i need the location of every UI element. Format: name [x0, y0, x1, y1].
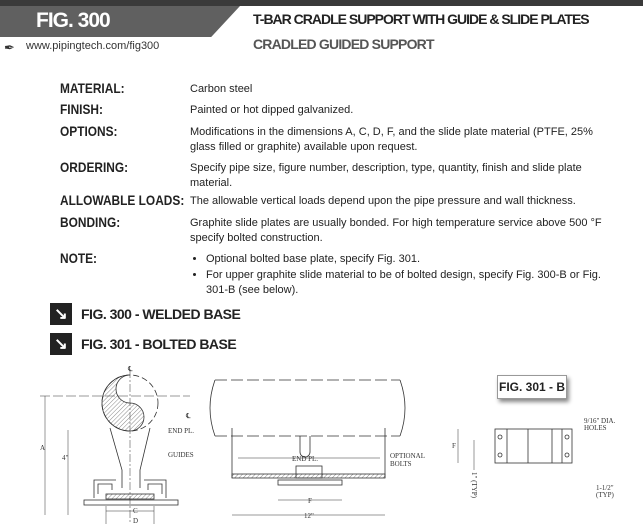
dim-4in: 4": [62, 454, 69, 462]
spec-label: FINISH:: [60, 101, 103, 117]
dim-a: A: [40, 444, 45, 452]
optional-bolts-label: OPTIONAL: [390, 452, 425, 460]
guides-label: GUIDES: [168, 451, 194, 459]
fig-301b-label: FIG. 301 - B: [497, 375, 567, 399]
centerline-label: ℄: [185, 412, 191, 420]
dim-f: F: [452, 442, 456, 450]
spec-label: ALLOWABLE LOADS:: [60, 192, 185, 208]
technical-drawing: ℄ ℄ END PL. GUIDES A 4" C D END PL. OPTI…: [40, 365, 615, 524]
holes-label: HOLES: [584, 424, 607, 432]
fig-band: [0, 6, 240, 37]
end-view: [40, 370, 190, 524]
dim-12in: 12": [304, 512, 314, 520]
fig-301b-view: [457, 428, 573, 470]
arrow-down-right-icon: ↘: [50, 303, 72, 325]
end-plate-label: END PL.: [292, 455, 318, 463]
note-item: Optional bolted base plate, specify Fig.…: [206, 252, 610, 267]
top-bar: [0, 0, 643, 6]
spec-label: MATERIAL:: [60, 80, 125, 96]
spec-value: The allowable vertical loads depend upon…: [190, 195, 576, 207]
website-link[interactable]: www.pipingtech.com/fig300: [26, 40, 160, 52]
dim-1in-typ: 1" (TYP): [470, 472, 478, 499]
spec-label: OPTIONS:: [60, 123, 118, 139]
dim-c: C: [133, 507, 138, 515]
fig-label: FIG. 300 - WELDED BASE: [81, 306, 241, 322]
spec-value: Specify pipe size, figure number, descri…: [190, 162, 582, 189]
spec-value: Graphite slide plates are usually bonded…: [190, 217, 602, 244]
optional-bolts-label: BOLTS: [390, 460, 412, 468]
spec-label: BONDING:: [60, 214, 121, 230]
dim-1-5in-typ: 1-1/2": [596, 484, 614, 492]
spec-label: NOTE:: [60, 250, 98, 266]
spec-value: Painted or hot dipped galvanized.: [190, 104, 354, 116]
page-title: T-BAR CRADLE SUPPORT WITH GUIDE & SLIDE …: [253, 11, 590, 27]
end-plate-label: END PL.: [168, 427, 194, 435]
fig-label: FIG. 301 - BOLTED BASE: [81, 336, 237, 352]
fig-300-heading: ↘ FIG. 300 - WELDED BASE: [50, 303, 241, 325]
side-view: [209, 379, 406, 516]
dim-f: F: [308, 497, 312, 505]
page-subtitle: CRADLED GUIDED SUPPORT: [253, 36, 435, 52]
spec-label: ORDERING:: [60, 159, 129, 175]
figure-number: FIG. 300: [36, 9, 111, 32]
note-item: For upper graphite slide material to be …: [206, 268, 610, 298]
centerline-label: ℄: [127, 365, 133, 373]
arrow-down-right-icon: ↘: [50, 333, 72, 355]
fig-301-heading: ↘ FIG. 301 - BOLTED BASE: [50, 333, 237, 355]
holes-label: 9/16" DIA.: [584, 417, 615, 425]
dim-1-5in-typ: (TYP): [596, 491, 615, 499]
pen-icon: ✒: [4, 40, 15, 55]
spec-value: Modifications in the dimensions A, C, D,…: [190, 126, 593, 153]
spec-value: Carbon steel: [190, 83, 253, 95]
dim-d: D: [133, 517, 138, 524]
